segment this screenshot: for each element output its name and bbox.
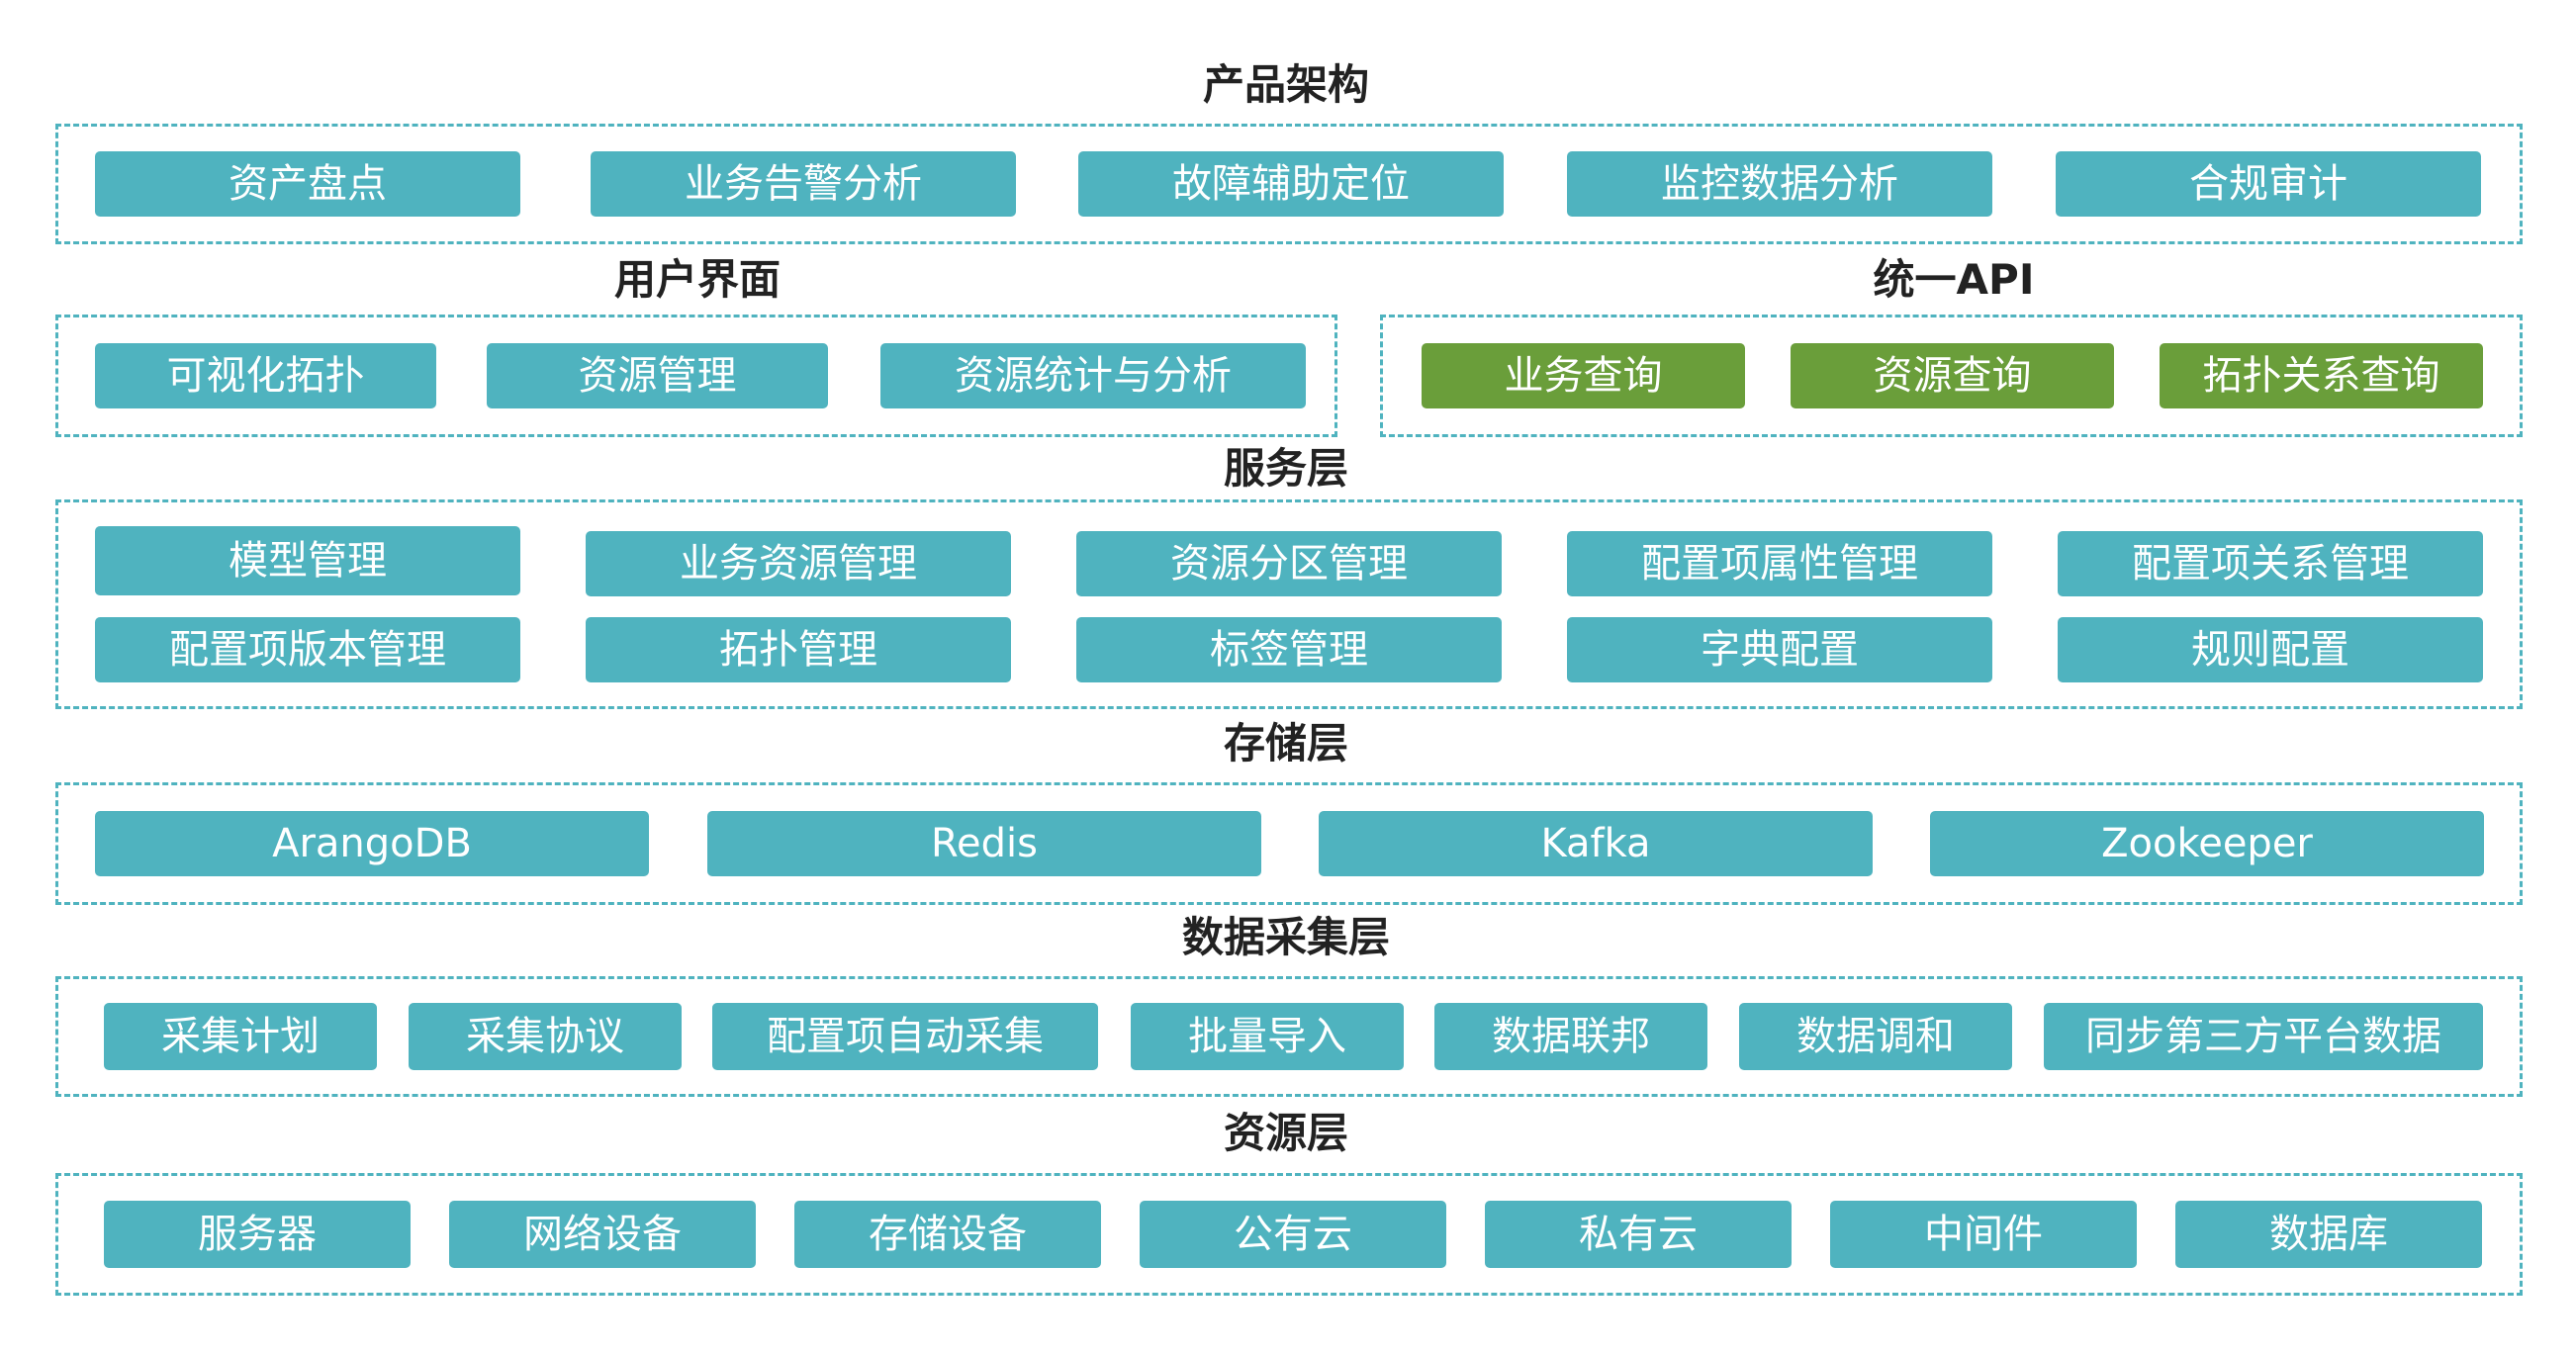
service-item-topology-mgmt: 拓扑管理 <box>586 617 1011 682</box>
resource-layer-frame <box>55 1173 2523 1296</box>
storage-item-zookeeper: Zookeeper <box>1930 811 2484 876</box>
collect-item-third-party-sync: 同步第三方平台数据 <box>2044 1003 2483 1070</box>
storage-layer-frame <box>55 782 2523 905</box>
resource-item-public-cloud: 公有云 <box>1140 1201 1446 1268</box>
collect-layer-title: 数据采集层 <box>1181 913 1390 961</box>
product-item-monitor-analysis: 监控数据分析 <box>1567 151 1992 217</box>
service-item-rule-config: 规则配置 <box>2058 617 2483 682</box>
product-item-fault-locating: 故障辅助定位 <box>1078 151 1504 217</box>
product-item-compliance-audit: 合规审计 <box>2056 151 2481 217</box>
api-item-resource-query: 资源查询 <box>1791 343 2114 408</box>
resource-item-middleware: 中间件 <box>1830 1201 2137 1268</box>
collect-item-batch-import: 批量导入 <box>1131 1003 1404 1070</box>
resource-item-network-device: 网络设备 <box>449 1201 756 1268</box>
service-layer-title: 服务层 <box>1223 444 1348 493</box>
service-item-ci-relation-mgmt: 配置项关系管理 <box>2058 531 2483 596</box>
ui-item-resource-stats: 资源统计与分析 <box>880 343 1306 408</box>
service-item-dictionary-config: 字典配置 <box>1567 617 1992 682</box>
storage-layer-title: 存储层 <box>1223 719 1348 768</box>
product-item-alert-analysis: 业务告警分析 <box>591 151 1016 217</box>
ui-item-resource-mgmt: 资源管理 <box>487 343 828 408</box>
collect-item-data-reconcile: 数据调和 <box>1739 1003 2012 1070</box>
api-item-topology-query: 拓扑关系查询 <box>2160 343 2483 408</box>
service-item-resource-partition-mgmt: 资源分区管理 <box>1076 531 1502 596</box>
api-layer-title: 统一API <box>1873 255 2035 304</box>
product-item-asset-inventory: 资产盘点 <box>95 151 520 217</box>
ui-layer-frame <box>55 315 1337 437</box>
collect-item-ci-auto-collect: 配置项自动采集 <box>712 1003 1098 1070</box>
resource-item-private-cloud: 私有云 <box>1485 1201 1792 1268</box>
resource-layer-title: 资源层 <box>1223 1109 1348 1157</box>
storage-item-kafka: Kafka <box>1319 811 1873 876</box>
collect-layer-frame <box>55 976 2523 1097</box>
service-layer-frame <box>55 499 2523 709</box>
product-layer-frame <box>55 124 2523 244</box>
collect-item-protocol: 采集协议 <box>409 1003 682 1070</box>
resource-item-database: 数据库 <box>2175 1201 2482 1268</box>
resource-item-storage-device: 存储设备 <box>794 1201 1101 1268</box>
product-layer-title: 产品架构 <box>1202 60 1369 109</box>
storage-item-arangodb: ArangoDB <box>95 811 649 876</box>
service-item-ci-attribute-mgmt: 配置项属性管理 <box>1567 531 1992 596</box>
ui-layer-title: 用户界面 <box>613 255 781 304</box>
service-item-ci-version-mgmt: 配置项版本管理 <box>95 617 520 682</box>
api-layer-frame <box>1380 315 2523 437</box>
collect-item-data-federation: 数据联邦 <box>1434 1003 1707 1070</box>
service-item-model-mgmt: 模型管理 <box>95 526 520 595</box>
resource-item-server: 服务器 <box>104 1201 411 1268</box>
storage-item-redis: Redis <box>707 811 1261 876</box>
collect-item-plan: 采集计划 <box>104 1003 377 1070</box>
ui-item-topology: 可视化拓扑 <box>95 343 436 408</box>
service-item-tag-mgmt: 标签管理 <box>1076 617 1502 682</box>
service-item-business-resource-mgmt: 业务资源管理 <box>586 531 1011 596</box>
api-item-business-query: 业务查询 <box>1422 343 1745 408</box>
